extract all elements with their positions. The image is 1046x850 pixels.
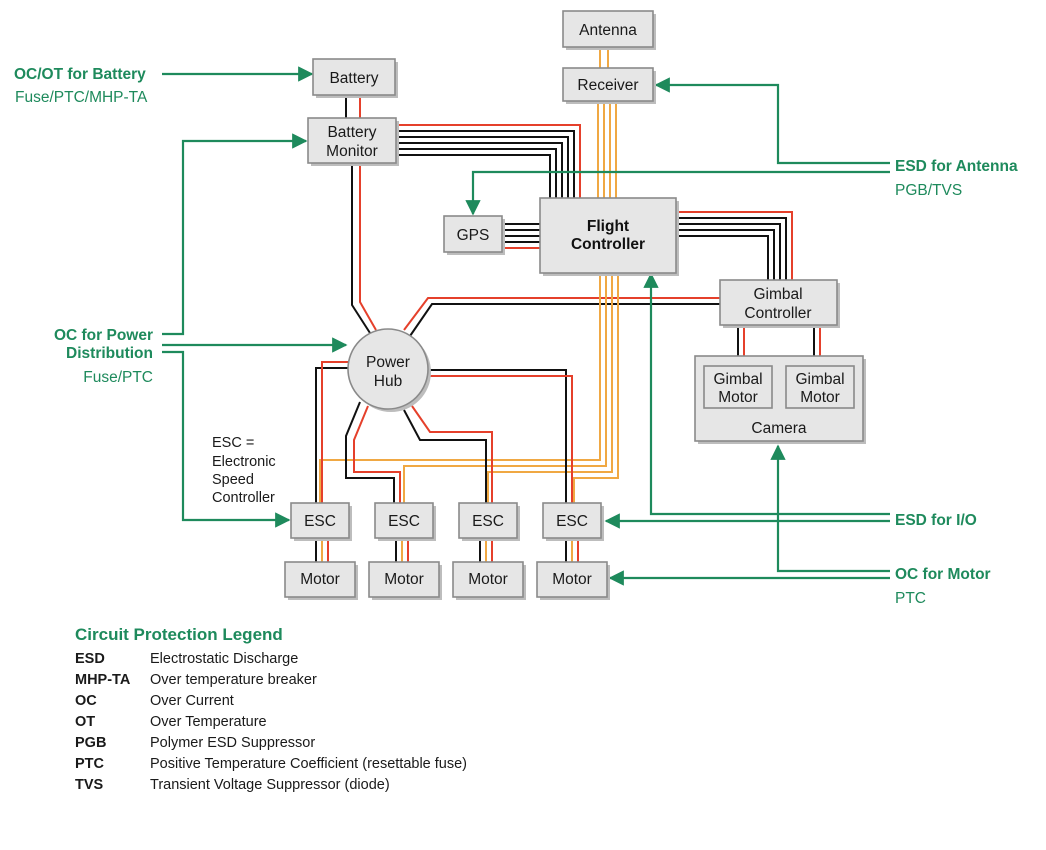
legend-desc: Over Current	[150, 693, 234, 709]
power-hub-label-line1: Power	[366, 354, 410, 371]
flight-controller-io-arrow	[643, 272, 890, 516]
battery-label: Battery	[329, 70, 378, 87]
legend-item: TVS Transient Voltage Suppressor (diode)	[75, 777, 495, 794]
motor-4-block: Motor	[536, 561, 610, 600]
motor-3-block: Motor	[452, 561, 526, 600]
motor-2-label: Motor	[384, 571, 424, 588]
gimbal-motor-left-label-line2: Motor	[718, 389, 758, 406]
power-hub-block: Power Hub	[347, 328, 431, 412]
esc-power-arrow	[162, 350, 291, 528]
esc-3-block: ESC	[458, 502, 520, 541]
gps-esd-arrow	[465, 170, 890, 216]
gimbal-motor-right-label-line2: Motor	[800, 389, 840, 406]
legend-code: MHP-TA	[75, 672, 131, 688]
esc-definition-note: ESC = Electronic Speed Controller	[212, 435, 276, 506]
battery-monitor-block: Battery Monitor	[307, 117, 399, 166]
esc-note-line3: Speed	[212, 472, 254, 488]
legend-code: OC	[75, 693, 97, 709]
motor-protection-title: OC for Motor	[895, 566, 991, 583]
camera-motor-arrow	[770, 444, 890, 573]
motor-3-label: Motor	[468, 571, 508, 588]
gimbal-controller-block: Gimbal Controller	[719, 279, 840, 328]
antenna-protection-parts: PGB/TVS	[895, 182, 962, 199]
flight-controller-label-line2: Controller	[571, 236, 645, 253]
gps-block: GPS	[443, 215, 505, 255]
antenna-label: Antenna	[579, 22, 637, 39]
circuit-protection-legend: Circuit Protection Legend ESD Electrosta…	[75, 625, 495, 798]
legend-title: Circuit Protection Legend	[75, 625, 283, 644]
motor-4-label: Motor	[552, 571, 592, 588]
power-hub-label-line2: Hub	[374, 373, 402, 390]
legend-item: PTC Positive Temperature Coefficient (re…	[75, 756, 495, 773]
antenna-protection-title: ESD for Antenna	[895, 158, 1018, 175]
legend-code: TVS	[75, 777, 104, 793]
battery-protection-title: OC/OT for Battery	[14, 66, 146, 83]
legend-desc: Transient Voltage Suppressor (diode)	[150, 777, 390, 793]
gimbal-motor-right-label-line1: Gimbal	[795, 371, 844, 388]
battery-block: Battery	[312, 58, 398, 98]
battery-monitor-arrow	[162, 133, 308, 336]
motor-1-block: Motor	[284, 561, 358, 600]
motor-1-label: Motor	[300, 571, 340, 588]
legend-code: ESD	[75, 651, 105, 667]
gps-label: GPS	[457, 227, 490, 244]
esc-4-label: ESC	[556, 513, 588, 530]
esc-2-label: ESC	[388, 513, 420, 530]
gimbal-motor-left-block: Gimbal Motor	[703, 365, 773, 409]
battery-monitor-label-line1: Battery	[327, 124, 376, 141]
protection-arrows	[162, 66, 890, 586]
gimbal-motor-right-block: Gimbal Motor	[785, 365, 855, 409]
esc-1-label: ESC	[304, 513, 336, 530]
motor-protection-parts: PTC	[895, 590, 926, 607]
legend-code: PGB	[75, 735, 107, 751]
flight-controller-block: Flight Controller	[539, 197, 679, 276]
battery-monitor-label-line2: Monitor	[326, 143, 378, 160]
power-protection-title-line1: OC for Power	[54, 327, 153, 344]
esc-3-label: ESC	[472, 513, 504, 530]
battery-protection-parts: Fuse/PTC/MHP-TA	[15, 89, 148, 106]
legend-item: MHP-TA Over temperature breaker	[75, 672, 495, 689]
legend-desc: Electrostatic Discharge	[150, 651, 299, 667]
legend-item: PGB Polymer ESD Suppressor	[75, 735, 495, 752]
legend-item: ESD Electrostatic Discharge	[75, 651, 495, 668]
legend-desc: Over temperature breaker	[150, 672, 317, 688]
esc-2-block: ESC	[374, 502, 436, 541]
esc-note-line2: Electronic	[212, 454, 276, 470]
receiver-esd-arrow	[654, 77, 890, 165]
esc-note-line4: Controller	[212, 490, 275, 506]
esc-1-block: ESC	[290, 502, 352, 541]
legend-item: OC Over Current	[75, 693, 495, 710]
motor-2-block: Motor	[368, 561, 442, 600]
esc-4-block: ESC	[542, 502, 604, 541]
legend-desc: Polymer ESD Suppressor	[150, 735, 316, 751]
receiver-block: Receiver	[562, 67, 656, 104]
legend-desc: Positive Temperature Coefficient (resett…	[150, 756, 468, 772]
power-protection-parts: Fuse/PTC	[83, 369, 153, 386]
gimbal-motor-left-label-line1: Gimbal	[713, 371, 762, 388]
power-protection-title-line2: Distribution	[66, 345, 153, 362]
receiver-label: Receiver	[577, 77, 638, 94]
camera-label: Camera	[751, 420, 807, 437]
antenna-block: Antenna	[562, 10, 656, 50]
esc-note-line1: ESC =	[212, 435, 254, 451]
legend-item: OT Over Temperature	[75, 714, 495, 731]
legend-desc: Over Temperature	[150, 714, 267, 730]
io-protection-title: ESD for I/O	[895, 512, 977, 529]
gimbal-controller-label-line2: Controller	[744, 305, 811, 322]
legend-code: OT	[75, 714, 96, 730]
gimbal-controller-label-line1: Gimbal	[753, 286, 802, 303]
flight-controller-label-line1: Flight	[587, 218, 629, 235]
wires	[315, 48, 821, 562]
legend-code: PTC	[75, 756, 104, 772]
